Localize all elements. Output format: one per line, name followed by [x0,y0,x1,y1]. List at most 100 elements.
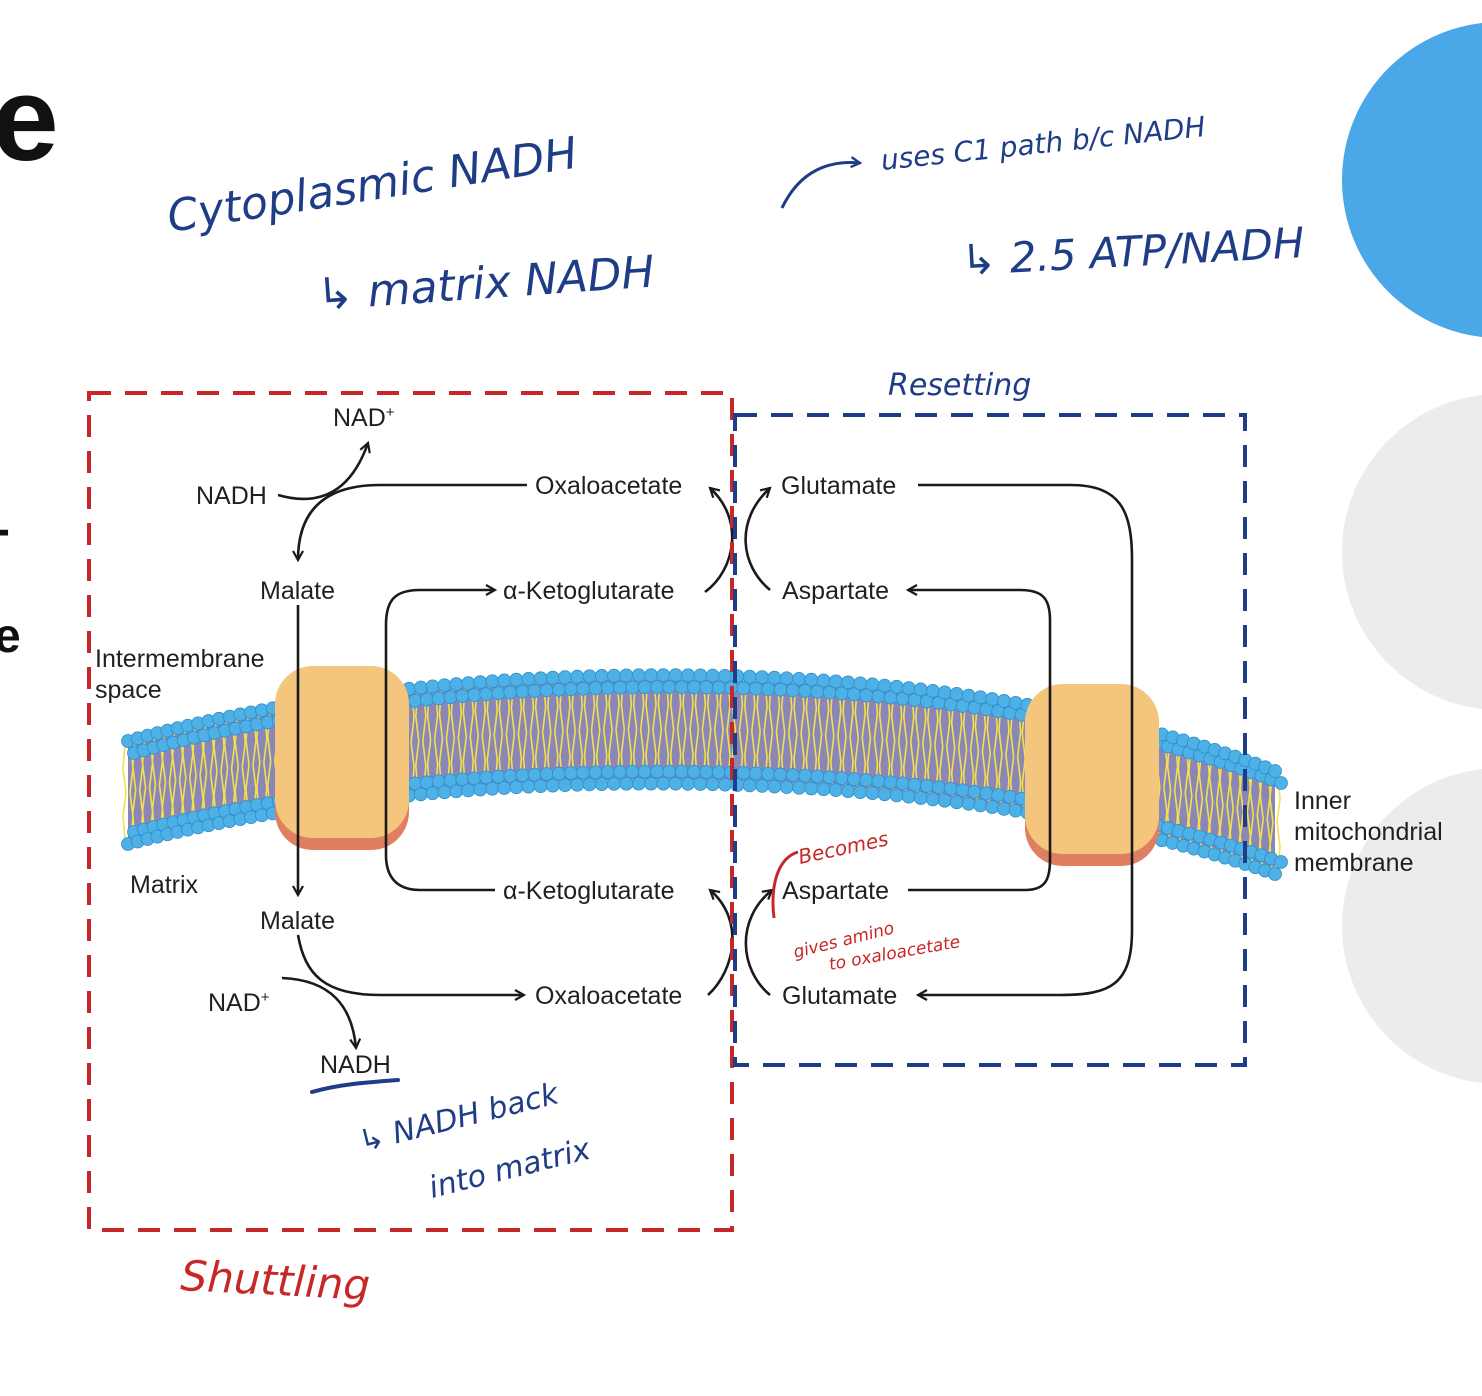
reaction-arrows [277,443,1134,1048]
lipid-head [461,676,476,691]
lipid-head [625,764,640,779]
lipid-head [662,764,677,779]
glutamate-top-label: Glutamate [781,472,896,500]
note-cytoplasmic-nadh: Cytoplasmic NADH [164,128,581,243]
lipid-head [693,668,708,683]
nadh-top-label: NADH [196,482,267,510]
lipid-head [644,776,658,791]
lipid-head [461,783,476,798]
ketoglutarate-top-label: α-Ketoglutarate [503,577,675,605]
lipid-head [479,687,494,702]
grey-circle-bottom [1342,769,1482,1083]
lipid-head [1008,803,1023,818]
lipid-head [985,800,1000,814]
lipid-head [1274,776,1288,790]
lipid-head [588,681,603,696]
lipid-head [779,671,794,686]
lipid-head [699,765,714,779]
lipid-head [449,784,464,799]
lipid-head [810,769,825,784]
lipid-head [859,773,874,787]
shuttling-box [87,391,734,1232]
lipid-head [497,673,512,688]
lipid-head [742,669,757,684]
lipid-head [1003,789,1017,804]
lipid-head [761,766,776,781]
lipid-head [576,681,591,696]
lipid-head [650,764,664,779]
lipid-head [564,682,578,697]
lipid-head [779,780,794,794]
lipid-head [533,779,548,793]
lipid-head [937,685,952,700]
lipid-head [755,670,770,685]
lipid-head [816,673,831,688]
lipid-head [985,692,1000,706]
lipid-head [503,769,518,783]
lipid-head [509,672,524,687]
lipid-head [539,767,554,781]
lipid-head [973,690,988,705]
lipid-head [773,767,788,782]
lipid-head [564,766,578,781]
accent-circle [1342,23,1482,337]
lipid-head [656,668,671,683]
lipid-head [834,771,849,786]
lipid-head [570,669,585,684]
lipid-head [613,680,627,695]
lipid-head [961,688,976,703]
oxaloacetate-top-label: Oxaloacetate [535,472,682,500]
lipid-head [491,686,506,701]
lipid-head [828,674,843,689]
lipid-head [551,682,566,697]
lipid-head [822,770,837,785]
lipid-head [594,669,609,683]
lipid-head [761,682,776,697]
note-becomes-bracket [771,850,799,919]
lipid-head [736,681,751,696]
lipid-head [644,668,658,683]
lipid-head [925,683,940,698]
oxaloacetate-bottom-label: Oxaloacetate [535,982,682,1010]
note-atp-per-nadh: ↳ 2.5 ATP/NADH [960,218,1306,285]
lipid-head [437,785,452,800]
lipid-head [755,778,770,793]
lipid-head [865,786,880,801]
lipid-head [931,780,946,795]
lipid-head [973,798,988,813]
note-resetting: Resetting [888,368,1031,403]
lipid-head [997,694,1011,708]
lipid-head [515,768,530,783]
lipid-head [991,788,1006,802]
lipid-head [937,793,952,808]
nadh-bottom-label: NADH [320,1051,391,1079]
lipid-head [883,775,898,790]
membrane-label-2: mitochondrial [1294,818,1443,846]
lipid-head [919,779,934,793]
lipid-head [503,685,518,700]
lipid-head [545,670,560,685]
lipid-head [853,785,868,799]
lipid-head [607,668,621,683]
intermembrane-space-label-2: space [95,676,162,704]
lipid-head [607,776,621,791]
lipid-head [619,776,634,791]
lipid-head [637,680,652,695]
lipid-head [877,787,892,802]
lipid-head [613,764,627,779]
lipid-head [431,691,446,706]
lipid-head [443,690,458,705]
lipid-head [997,801,1011,816]
lipid-head [619,668,634,683]
lipid-head [748,766,763,781]
lipid-head [949,687,964,701]
lipid-head [674,764,689,779]
lipid-head [600,765,615,780]
lipid-head [413,787,428,802]
ketoglutarate-bottom-label: α-Ketoglutarate [503,877,675,905]
lipid-head [841,784,855,798]
lipid-head [895,776,910,791]
lipid-head [865,677,880,692]
slide-title-fragment: e [0,52,59,186]
lipid-head [925,792,940,807]
